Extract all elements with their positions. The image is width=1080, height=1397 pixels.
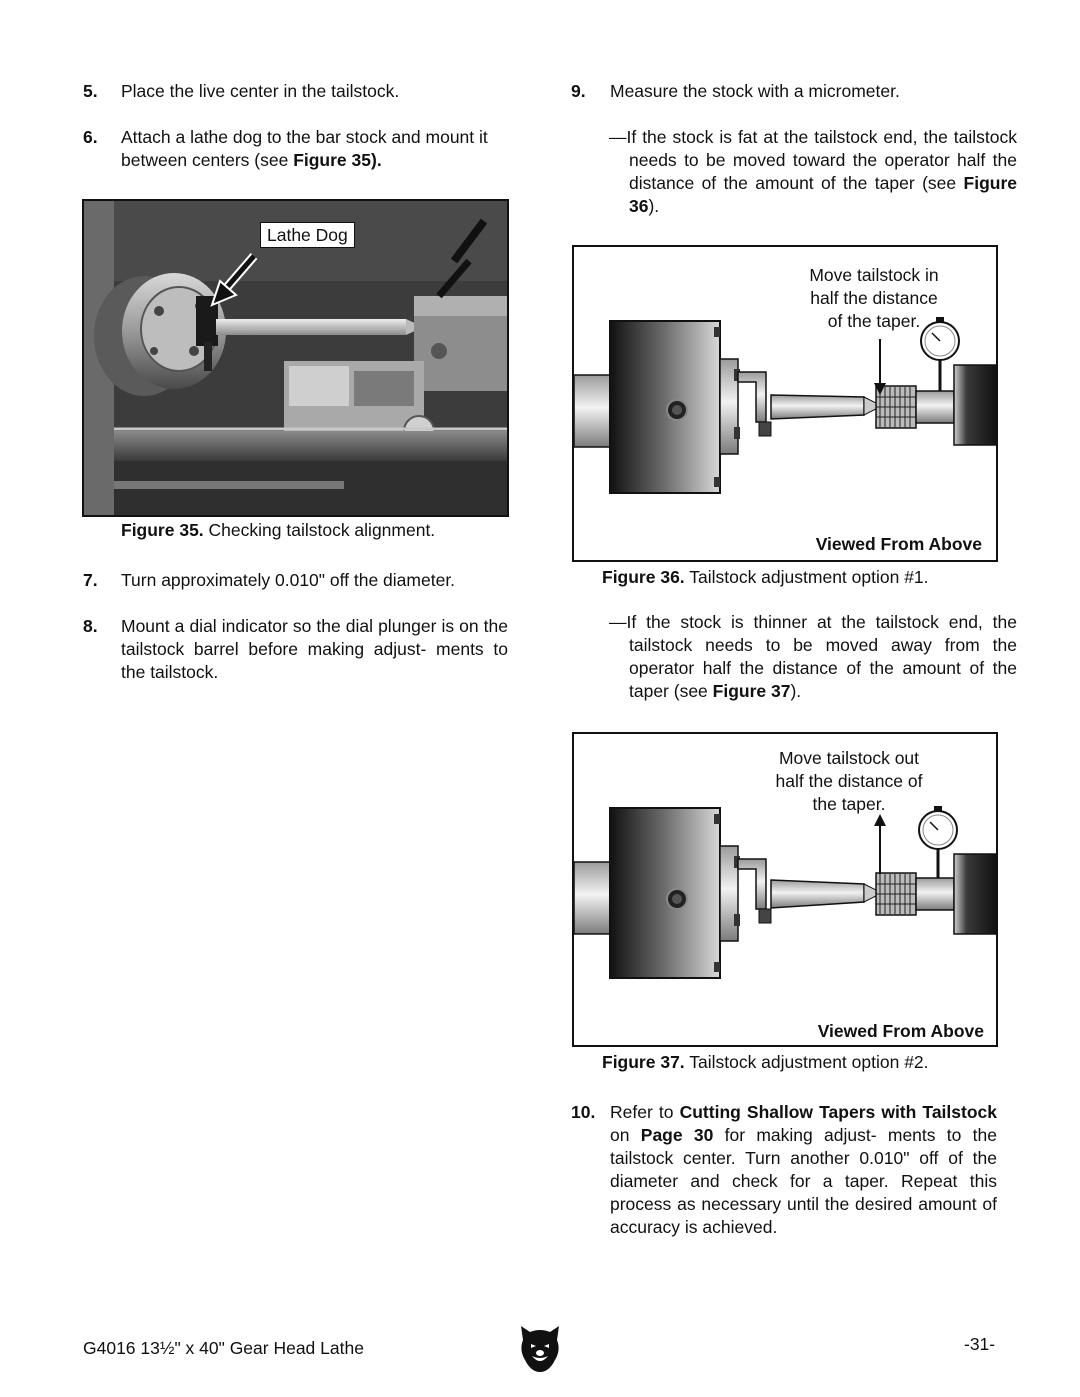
step-6: 6. Attach a lathe dog to the bar stock a…: [83, 126, 513, 174]
figure-37-diagram: Move tailstock out half the distance of …: [572, 732, 998, 1047]
bear-logo-icon: [517, 1322, 563, 1374]
section-reference: Cutting Shallow Tapers with Tailstock: [679, 1102, 997, 1122]
step-10: 10. Refer to Cutting Shallow Tapers with…: [571, 1101, 1001, 1241]
page-number: -31-: [964, 1334, 996, 1354]
step-7: 7. Turn approximately 0.010" off the dia…: [83, 569, 513, 593]
step-8: 8. Mount a dial indicator so the dial pl…: [83, 615, 513, 687]
figure-reference: Figure 35: [293, 150, 371, 170]
step-text: Place the live center in the tailstock.: [121, 81, 400, 101]
figure-36-caption: Figure 36. Tailstock adjustment option #…: [602, 567, 929, 587]
figure-reference: Figure 37: [712, 681, 791, 701]
move-out-instruction: Move tailstock out half the distance of …: [775, 748, 923, 814]
page-reference: Page 30: [640, 1125, 714, 1145]
figure-35-photo: Lathe Dog: [82, 199, 509, 517]
step-9: 9. Measure the stock with a micrometer.: [571, 80, 1001, 104]
tailstock-top-view-drawing: [574, 806, 996, 979]
footer-model: G4016 13½" x 40" Gear Head Lathe: [83, 1338, 364, 1358]
note-stock-thin: —If the stock is thinner at the tailstoc…: [609, 612, 1017, 701]
lathe-photo-image: [84, 201, 507, 515]
step-text: Attach a lathe dog to the bar stock and …: [121, 127, 488, 170]
step-number: 8.: [83, 616, 98, 636]
step-text: Turn approximately 0.010" off the diamet…: [121, 570, 456, 590]
step-number: 6.: [83, 127, 98, 147]
lathe-dog-label: Lathe Dog: [260, 222, 355, 248]
note-stock-fat: —If the stock is fat at the tailstock en…: [609, 127, 1017, 216]
tailstock-top-view-drawing: [574, 317, 996, 494]
step-text: Mount a dial indicator so the dial plung…: [121, 616, 508, 682]
step-number: 10.: [571, 1102, 596, 1122]
step-number: 7.: [83, 570, 98, 590]
viewed-from-above-label: Viewed From Above: [817, 1021, 984, 1041]
figure-reference: Figure 36: [629, 173, 1017, 216]
viewed-from-above-label: Viewed From Above: [815, 534, 982, 554]
step-text: Refer to Cutting Shallow Tapers with Tai…: [610, 1102, 998, 1237]
figure-37-caption: Figure 37. Tailstock adjustment option #…: [602, 1052, 929, 1072]
figure-35-caption: Figure 35. Checking tailstock alignment.: [121, 520, 436, 540]
figure-36-diagram: Move tailstock in half the distance of t…: [572, 245, 998, 562]
step-text: Measure the stock with a micrometer.: [610, 81, 900, 101]
step-5: 5. Place the live center in the tailstoc…: [83, 80, 513, 104]
move-in-instruction: Move tailstock in half the distance of t…: [809, 265, 939, 331]
step-number: 9.: [571, 81, 586, 101]
step-number: 5.: [83, 81, 98, 101]
